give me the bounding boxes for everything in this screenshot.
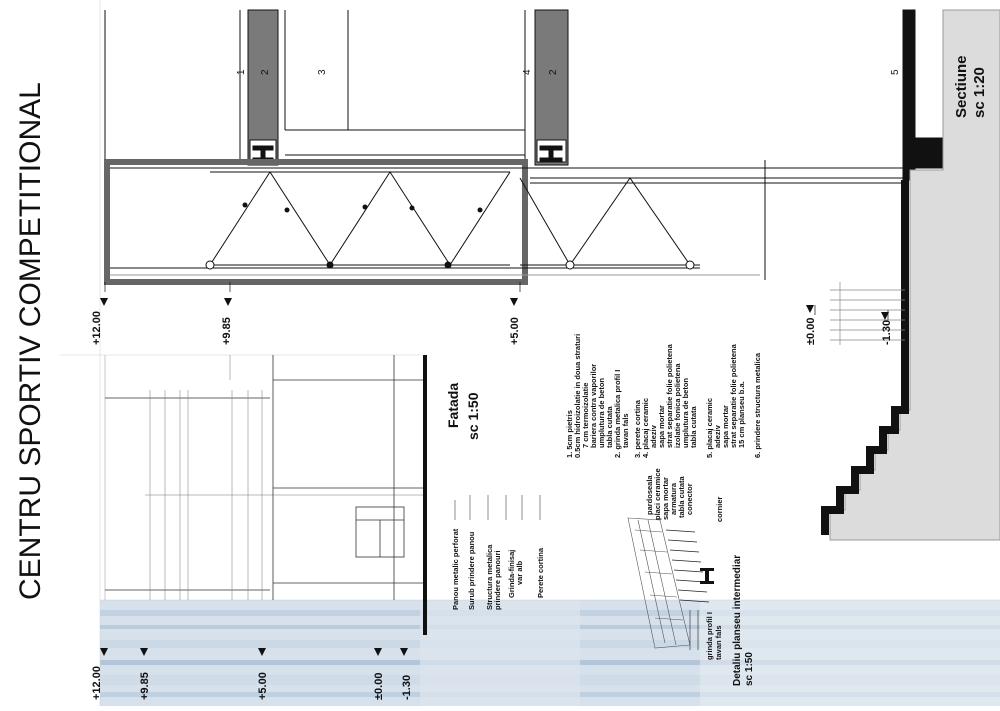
section-layers-legend: 1. 5cm pietris 0.5cm hidroizolatie in do…	[565, 334, 762, 458]
callout-label: Surub prindere panou	[467, 531, 476, 610]
layer-item: 15 cm planseu b.a.	[737, 381, 746, 448]
facade-drawing	[104, 355, 541, 635]
layer-item: sapa mortar	[657, 405, 666, 448]
layer-item: umplutura de beton	[597, 378, 606, 448]
detail-layer: conector	[685, 483, 694, 515]
layer-item: 5. placaj ceramic	[705, 398, 714, 458]
section-scale: sc 1:20	[971, 67, 988, 118]
callout-label: Panou metalic perforat	[451, 528, 460, 610]
detail-layer: pardoseala	[645, 475, 654, 515]
section-zone-labels: 1 2 3 4 2 5	[236, 69, 901, 75]
layer-item: 4. placaj ceramic	[641, 398, 650, 458]
layer-item: 3. perete cortina	[633, 399, 642, 458]
layer-item: strat separatie folie polietena	[665, 343, 674, 448]
layer-item: tavan fals	[621, 413, 630, 448]
zone-label: 3	[317, 69, 328, 75]
detail-title: Detaliu planseu intermediar	[732, 555, 743, 686]
layer-item: strat separatie folie polietena	[729, 343, 738, 448]
detail-label-ceiling: tavan fals	[714, 625, 723, 660]
elevation-label: -1.30	[401, 675, 413, 700]
detail-layer: armatura	[669, 482, 678, 515]
detail-drawing	[627, 517, 714, 650]
elevation-label: +9.85	[139, 672, 151, 700]
layer-item: 7 cm termoizolatie	[581, 383, 590, 448]
callout-label: Structura metalica	[485, 544, 494, 610]
facade-callouts: Panou metalic perforat Surub prindere pa…	[451, 528, 545, 610]
zone-label: 1	[236, 69, 247, 75]
callout-label: var alb	[515, 560, 524, 585]
section-elevations: +12.00 +9.85 +5.00 ±0.00 -1.30	[91, 298, 893, 345]
background-strip	[100, 600, 1000, 706]
section-title-block: Sectiune sc 1:20	[953, 55, 988, 118]
facade-title: Fatada	[445, 383, 461, 428]
layer-item: sapa mortar	[721, 405, 730, 448]
layer-item: izolatie fonica polietena	[673, 363, 682, 448]
facade-title-block: Fatada sc 1:50	[445, 383, 481, 440]
callout-label: Perete cortina	[536, 547, 545, 598]
layer-item: bariera contra vaporilor	[589, 364, 598, 448]
elevation-label: ±0.00	[805, 318, 817, 345]
elevation-label: -1.30	[881, 320, 893, 345]
elevation-label: ±0.00	[373, 673, 385, 700]
elevation-label: +5.00	[509, 317, 521, 345]
detail-label-cornier: cornier	[715, 496, 724, 522]
detail-layer: placi ceramice	[653, 468, 662, 520]
layer-item: adeziv	[649, 424, 658, 448]
layer-item: 6. prindere structura metalica	[753, 352, 762, 458]
layer-item: 2. grinda metalica profil I	[613, 370, 622, 458]
layer-item: tabla cutata	[689, 405, 698, 448]
elevation-label: +5.00	[257, 672, 269, 700]
zone-label: 4	[522, 69, 533, 75]
elevation-label: +12.00	[91, 311, 103, 345]
zone-label: 5	[890, 69, 901, 75]
zone-label: 2	[548, 69, 559, 75]
layer-item: tabla cutata	[605, 405, 614, 448]
faint-background-lines	[60, 0, 1000, 706]
callout-label: Grinda-finisaj	[507, 550, 516, 598]
layer-item: 0.5cm hidroizolatie in doua straturi	[573, 334, 582, 458]
layer-item: adeziv	[713, 424, 722, 448]
elevation-label: +9.85	[221, 317, 233, 345]
layer-item: 1. 5cm pietris	[565, 410, 574, 458]
layer-item: umplutura de beton	[681, 378, 690, 448]
facade-scale: sc 1:50	[465, 392, 481, 440]
section-drawing	[104, 9, 1000, 541]
page-title: CENTRU SPORTIV COMPETITIONAL	[14, 82, 47, 600]
detail-layer-labels: pardoseala placi ceramice sapa mortar ar…	[645, 468, 724, 660]
zone-label: 2	[260, 69, 271, 75]
detail-scale: sc 1:50	[744, 652, 755, 686]
elevation-label: +12.00	[91, 666, 103, 700]
detail-layer: sapa mortar	[661, 477, 670, 520]
facade-elevations: +12.00 +9.85 +5.00 ±0.00 -1.30	[91, 648, 413, 700]
section-title: Sectiune	[953, 55, 970, 118]
detail-title-block: Detaliu planseu intermediar sc 1:50	[732, 555, 755, 686]
detail-label-beam: grinda profil I	[705, 612, 714, 660]
detail-layer: tabla cutata	[677, 475, 686, 518]
callout-label: prindere panouri	[493, 550, 502, 610]
